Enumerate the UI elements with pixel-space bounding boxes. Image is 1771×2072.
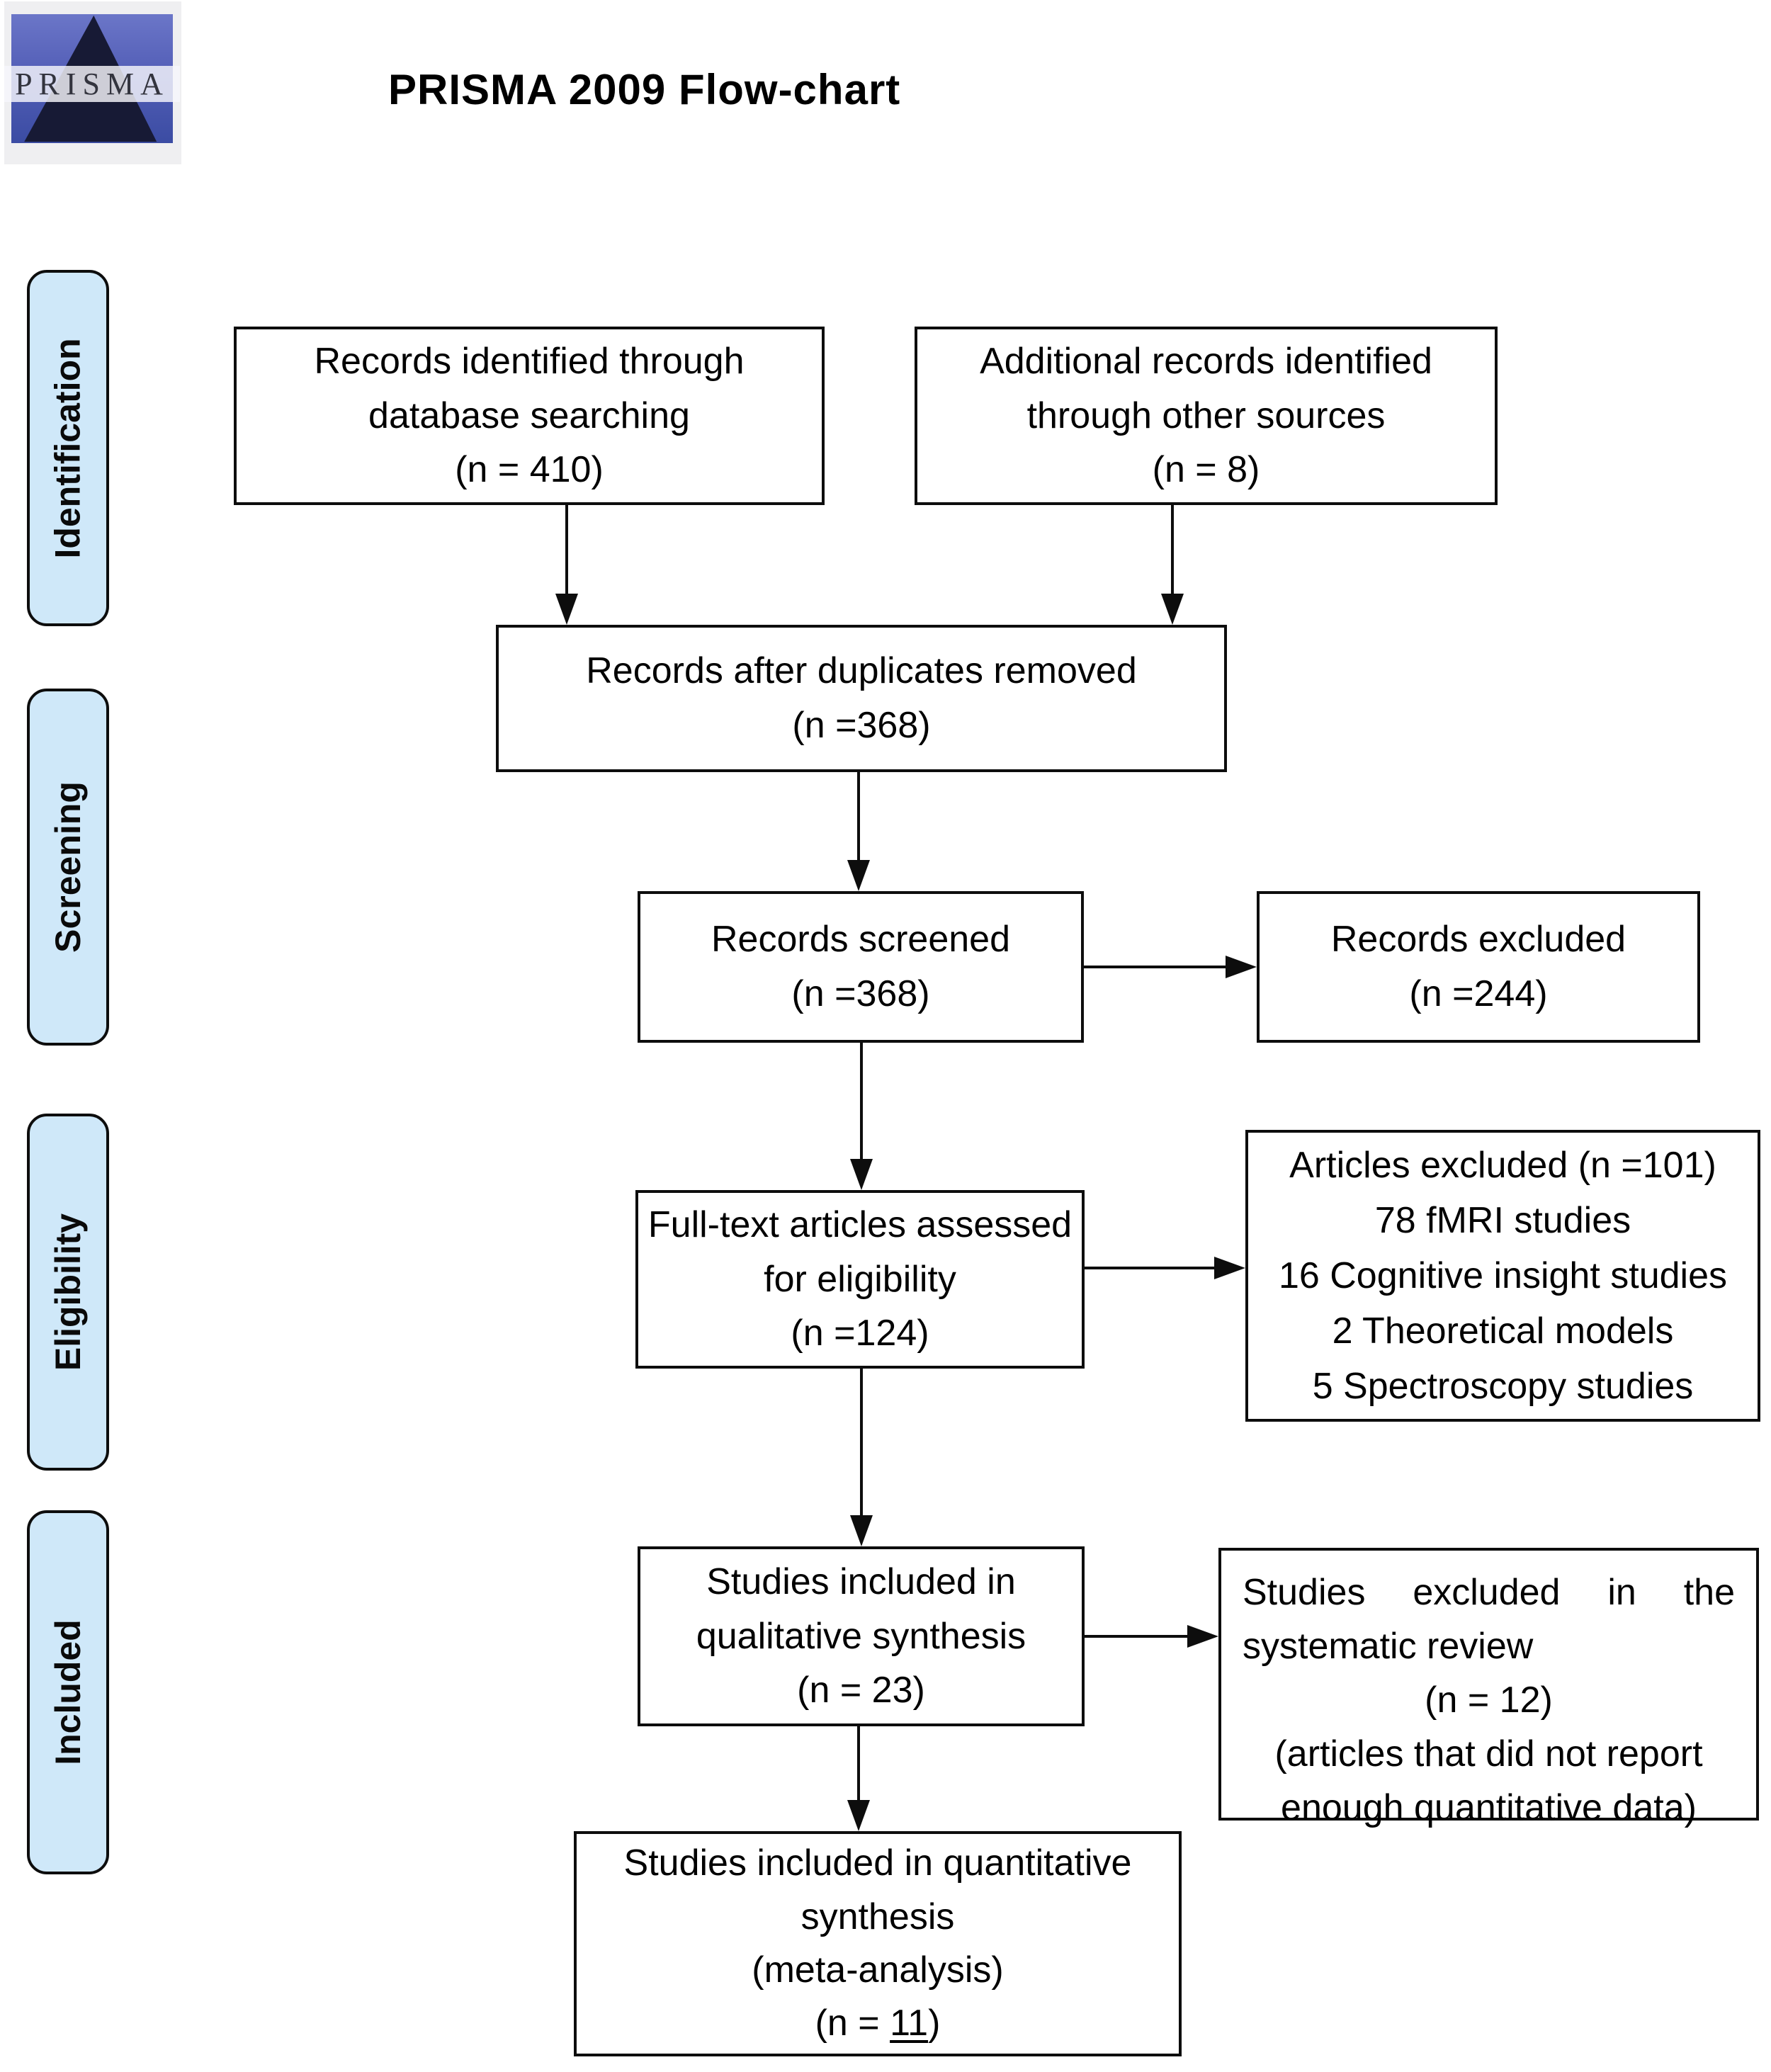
count-prefix: (n = [815,2003,890,2044]
arrow-dedup-to-screened-head-icon [847,860,870,891]
box-count: (n = 12) [1425,1679,1553,1721]
box-count: (n =368) [791,973,930,1014]
stage-label-text: Screening [48,781,88,953]
arrow-qualitative-to-studies-excluded-line [1085,1635,1189,1638]
page-title: PRISMA 2009 Flow-chart [388,66,901,113]
box-records-after-duplicates: Records after duplicates removed (n =368… [496,625,1227,772]
stage-label-text: Included [48,1619,89,1765]
arrow-qualitative-to-studies-excluded-head-icon [1187,1625,1218,1648]
arrow-identified-to-dedup-head-icon [555,594,578,625]
box-line: Full-text articles assessed [647,1204,1073,1245]
arrow-fulltext-to-articles-excluded-line [1085,1267,1216,1269]
box-line: database searching [368,395,690,436]
box-line: (meta-analysis) [752,1949,1004,1991]
arrow-screened-to-excluded-head-icon [1226,956,1257,978]
box-line: (articles that did not report [1274,1733,1703,1774]
arrow-screened-to-fulltext-line [860,1043,863,1160]
stage-label-identification: Identification [27,270,109,626]
box-line: 16 Cognitive insight studies [1278,1255,1728,1296]
prisma-logo-text: PRISMA [15,66,169,101]
arrow-fulltext-to-articles-excluded-head-icon [1214,1257,1245,1279]
box-fulltext-assessed: Full-text articles assessed for eligibil… [635,1190,1085,1369]
stage-label-eligibility: Eligibility [27,1114,109,1471]
box-count: (n = 8) [1152,449,1260,491]
box-articles-excluded: Articles excluded (n =101) 78 fMRI studi… [1245,1130,1760,1422]
box-line: Studies excluded in the systematic revie… [1243,1572,1735,1667]
arrow-identified-to-dedup-line [565,505,568,596]
box-line: Additional records identified [980,340,1432,382]
box-line: Records after duplicates removed [586,650,1137,692]
box-count: (n =368) [792,705,931,746]
arrow-additional-to-dedup-line [1171,505,1174,596]
box-count: (n =244) [1409,973,1548,1014]
arrow-qualitative-to-quantitative-line [857,1726,860,1801]
box-records-excluded: Records excluded (n =244) [1257,891,1700,1043]
box-line: 5 Spectroscopy studies [1312,1366,1694,1407]
box-line: Records screened [711,919,1010,961]
arrow-screened-to-fulltext-head-icon [850,1159,873,1190]
box-count: (n = 11) [577,1997,1179,2050]
box-line: synthesis [800,1896,955,1937]
box-line: through other sources [1026,395,1386,436]
arrow-additional-to-dedup-head-icon [1161,594,1184,625]
box-studies-excluded-review: Studies excluded in the systematic revie… [1218,1548,1759,1828]
arrow-qualitative-to-quantitative-head-icon [847,1800,870,1831]
prisma-logo: PRISMA [4,1,181,164]
box-quantitative-synthesis: Studies included in quantitative synthes… [574,1831,1182,2056]
arrow-screened-to-excluded-line [1084,966,1227,968]
box-count: (n = 23) [797,1670,925,1711]
stage-label-screening: Screening [27,689,109,1046]
box-line: 2 Theoretical models [1332,1310,1674,1352]
box-line: for eligibility [764,1258,956,1300]
box-line: 78 fMRI studies [1374,1200,1631,1241]
arrow-fulltext-to-qualitative-head-icon [850,1515,873,1546]
stage-label-text: Eligibility [48,1213,88,1371]
arrow-fulltext-to-qualitative-line [860,1369,863,1517]
box-count: (n =124) [791,1313,929,1354]
box-records-screened: Records screened (n =368) [638,891,1084,1043]
count-suffix: ) [928,2003,941,2044]
box-line: Studies included in [706,1561,1016,1602]
box-qualitative-synthesis: Studies included in qualitative synthesi… [638,1546,1085,1726]
box-line: Records identified through [314,340,745,382]
box-count: (n = 410) [455,449,604,491]
box-records-identified: Records identified through database sear… [234,327,825,505]
stage-label-included: Included [27,1510,109,1874]
count-value-underlined: 11 [890,2003,929,2044]
arrow-dedup-to-screened-line [857,772,860,861]
stage-label-text: Identification [48,337,89,559]
box-line: Records excluded [1330,919,1626,961]
box-line: Articles excluded (n =101) [1289,1145,1716,1186]
box-additional-records: Additional records identified through ot… [915,327,1498,505]
prisma-logo-background: PRISMA [4,14,180,143]
box-line: enough quantitative data) [1281,1787,1697,1828]
box-line: qualitative synthesis [696,1615,1026,1657]
box-line: Studies included in quantitative [623,1842,1132,1884]
prisma-logo-band [4,65,180,102]
